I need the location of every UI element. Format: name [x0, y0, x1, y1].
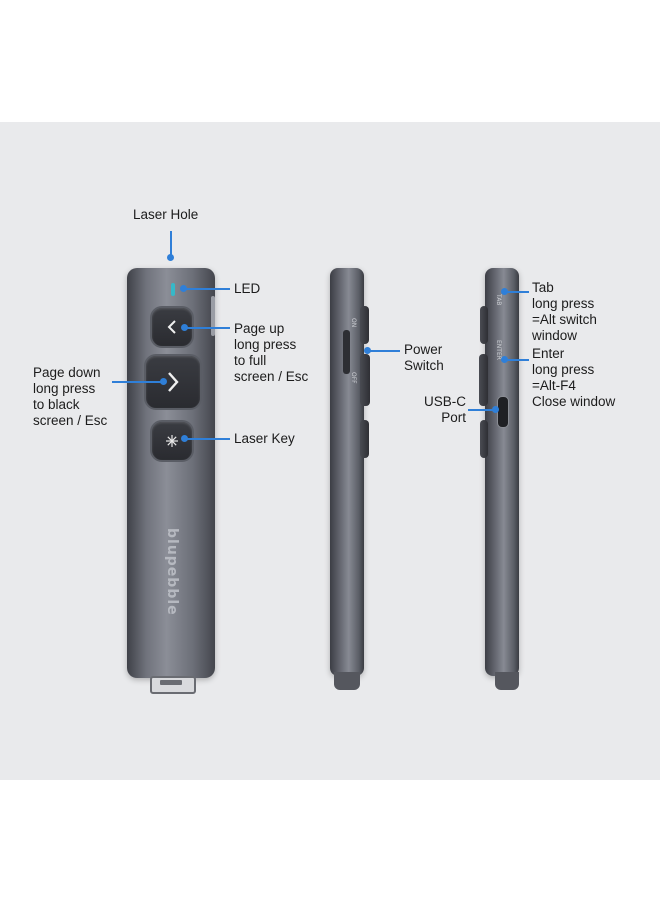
laser-key-dot: [181, 435, 188, 442]
led-indicator: [171, 283, 175, 296]
page-down-dot: [160, 378, 167, 385]
chevron-left-icon: [167, 320, 176, 334]
presenter-other-side-view: [485, 268, 519, 676]
enter-label: Enter long press =Alt-F4 Close window: [532, 346, 616, 409]
tab-mark: TAB: [495, 294, 502, 306]
laser-key-line: [187, 438, 230, 440]
laser-key-label: Laser Key: [234, 431, 295, 446]
laser-hole-line: [170, 231, 172, 255]
tab-label: Tab long press =Alt switch window: [532, 280, 597, 343]
side-view-tip: [334, 672, 360, 690]
switch-on-mark: ON: [350, 318, 357, 328]
usb-c-line: [468, 409, 494, 411]
other-side-tip: [495, 672, 519, 690]
tab-line: [507, 291, 529, 293]
page-down-line: [112, 381, 162, 383]
power-switch-line: [370, 350, 400, 352]
other-side-button-bottom: [480, 420, 488, 458]
laser-key-button[interactable]: [150, 420, 194, 462]
power-switch-dot: [364, 347, 371, 354]
page-down-label: Page down long press to black screen / E…: [33, 365, 108, 428]
side-strip: [211, 296, 215, 336]
usb-tip: [150, 676, 196, 694]
usb-c-dot: [492, 406, 499, 413]
usb-tip-slot: [160, 680, 182, 685]
chevron-right-icon: [168, 372, 179, 392]
other-side-button-top: [480, 306, 488, 344]
power-switch[interactable]: [343, 330, 350, 374]
led-label: LED: [234, 281, 261, 296]
laser-hole-dot: [167, 254, 174, 261]
sparkle-icon: [166, 435, 178, 447]
laser-hole-label: Laser Hole: [133, 207, 199, 222]
side-button-middle: [360, 354, 370, 406]
led-dot: [180, 285, 187, 292]
tab-dot: [501, 288, 508, 295]
brand-logo: blupebble: [164, 528, 180, 616]
side-button-bottom: [360, 420, 369, 458]
switch-off-mark: OFF: [350, 372, 357, 384]
page-up-label: Page up long press to full screen / Esc: [234, 321, 309, 384]
page-up-dot: [181, 324, 188, 331]
page-up-line: [187, 327, 230, 329]
side-button-top: [360, 306, 369, 344]
power-switch-label: Power Switch: [404, 342, 444, 373]
led-line: [186, 288, 230, 290]
other-side-button-middle: [479, 354, 488, 406]
usb-c-port: [497, 396, 509, 428]
enter-dot: [501, 356, 508, 363]
usb-c-label: USB-C Port: [423, 394, 466, 425]
enter-line: [507, 359, 529, 361]
